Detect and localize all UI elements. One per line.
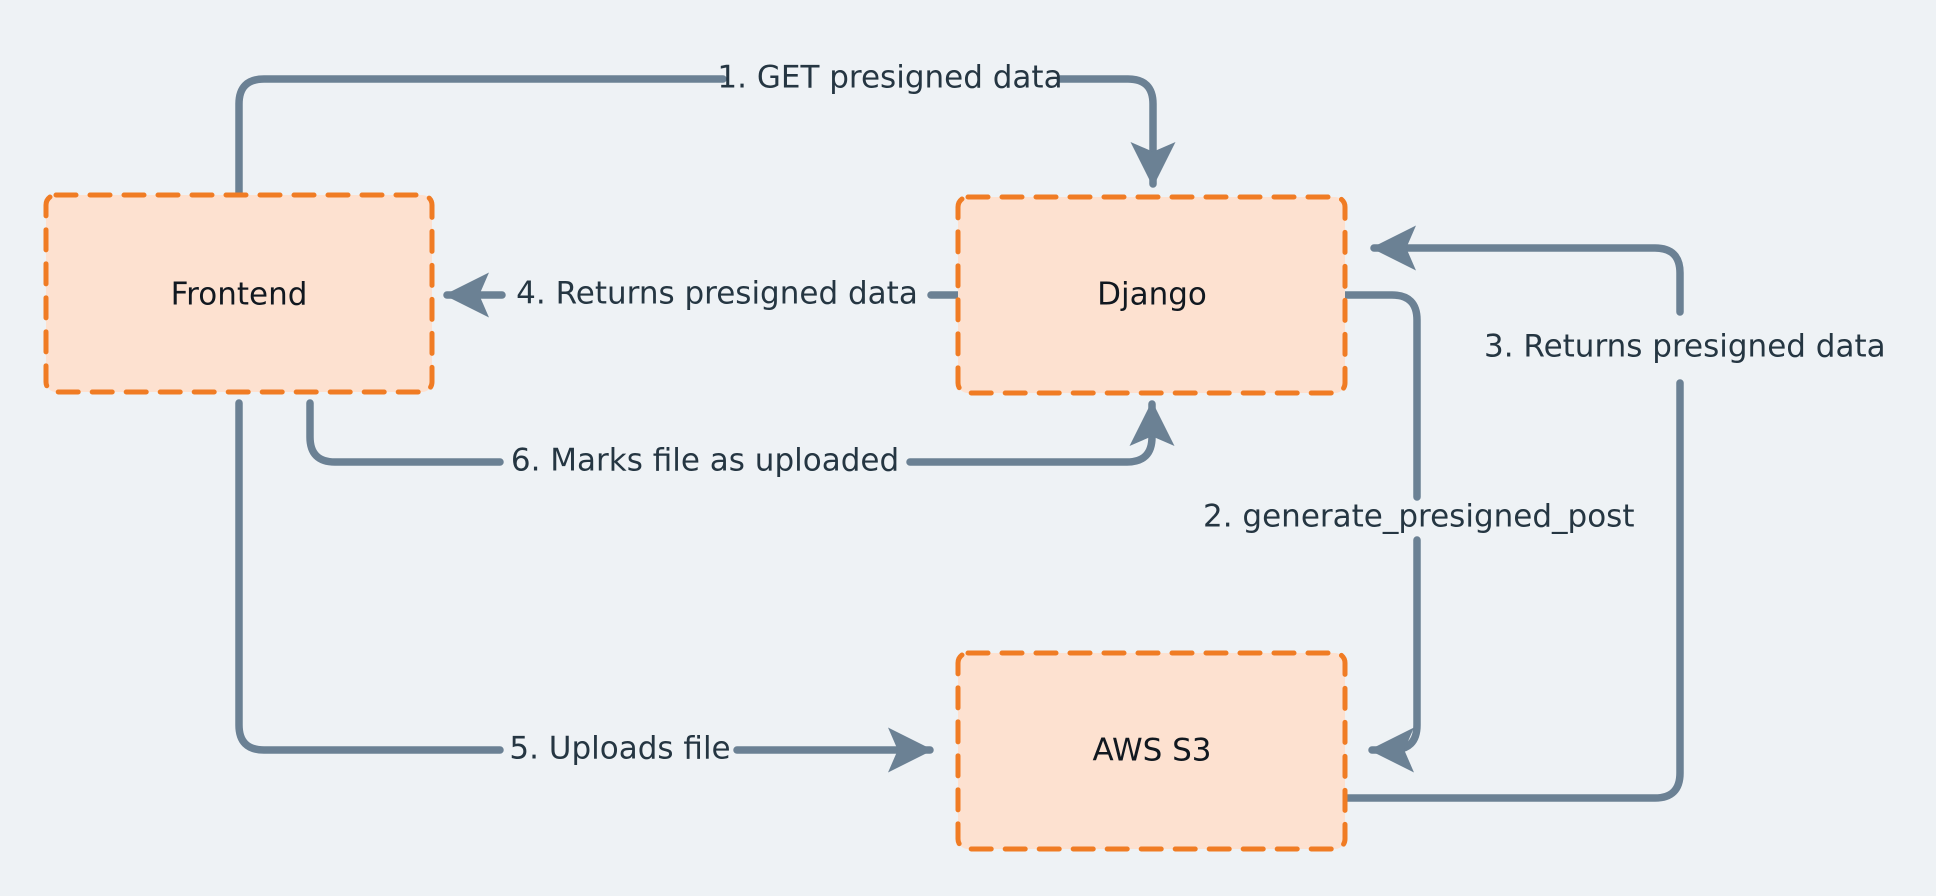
node-frontend-label: Frontend <box>171 277 308 313</box>
edge-4-label: 4. Returns presigned data <box>516 276 918 312</box>
edge-1-path-tail <box>1056 75 1176 188</box>
edge-6-path-tail <box>906 400 1175 466</box>
edge-1-label: 1. GET presigned data <box>717 60 1062 96</box>
node-aws-s3-box[interactable] <box>955 650 1348 852</box>
node-django-box[interactable] <box>955 194 1348 396</box>
edge-3-path-tail <box>1370 225 1684 316</box>
node-django-label: Django <box>1097 277 1207 313</box>
edge-1-path <box>235 75 727 199</box>
edge-6-label: 6. Marks file as uploaded <box>511 443 899 479</box>
node-aws-s3-label: AWS S3 <box>1092 733 1211 769</box>
edge-3-path <box>1341 379 1684 802</box>
edge-5-path <box>235 399 504 754</box>
node-django[interactable]: Django <box>955 194 1348 396</box>
node-aws-s3[interactable]: AWS S3 <box>955 650 1348 852</box>
edge-2-label: 2. generate_presigned_post <box>1203 499 1634 535</box>
edge-6-path <box>306 399 504 466</box>
edge-5-label: 5. Uploads file <box>509 731 730 767</box>
edge-2-path <box>1341 291 1421 501</box>
node-frontend-box[interactable] <box>43 192 435 395</box>
edge-3-label: 3. Returns presigned data <box>1484 329 1886 365</box>
edge-2-path-tail <box>1368 536 1421 773</box>
node-frontend[interactable]: Frontend <box>43 192 435 395</box>
